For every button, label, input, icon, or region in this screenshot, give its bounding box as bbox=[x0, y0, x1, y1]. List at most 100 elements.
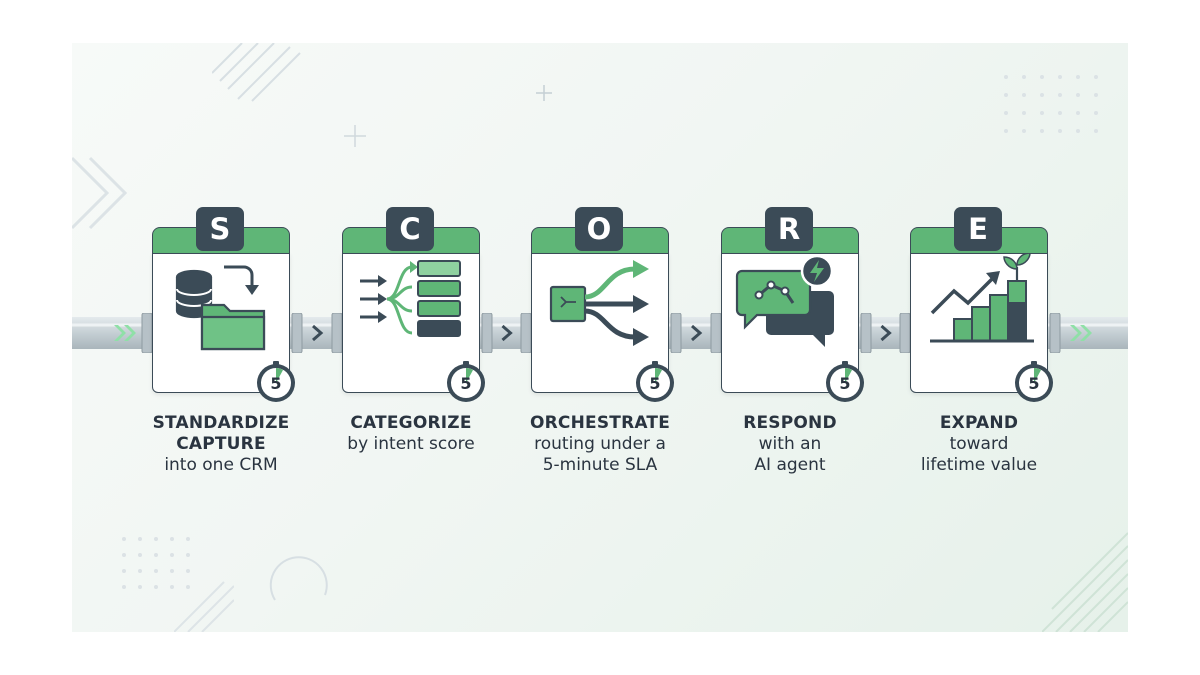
dot bbox=[186, 569, 190, 573]
step-card-e: E 5 bbox=[910, 207, 1053, 402]
dot bbox=[122, 553, 126, 557]
chevron-right-icon bbox=[501, 324, 513, 342]
step-subtitle: toward lifetime value bbox=[920, 434, 1038, 475]
dot bbox=[154, 537, 158, 541]
step-letter-badge: R bbox=[765, 207, 813, 251]
circle-arc-decoration bbox=[269, 556, 328, 601]
dot bbox=[170, 569, 174, 573]
pipe-joint bbox=[291, 313, 303, 353]
step-caption-s: STANDARDIZE CAPTURE into one CRM bbox=[126, 413, 316, 476]
dot bbox=[1058, 75, 1062, 79]
dot bbox=[170, 537, 174, 541]
timer-icon: 5 bbox=[826, 361, 864, 402]
plus-sparkle-decoration bbox=[344, 125, 366, 147]
step-subtitle: into one CRM bbox=[164, 455, 278, 475]
step-subtitle: with an AI agent bbox=[754, 434, 826, 475]
dot bbox=[138, 569, 142, 573]
step-caption-e: EXPAND toward lifetime value bbox=[884, 413, 1074, 476]
step-card-r: R 5 bbox=[721, 207, 864, 402]
dot bbox=[1022, 75, 1026, 79]
step-title: EXPAND bbox=[939, 413, 1019, 433]
dot bbox=[1022, 93, 1026, 97]
dot bbox=[1058, 129, 1062, 133]
dot bbox=[154, 585, 158, 589]
end-chevrons-icon bbox=[1070, 325, 1092, 341]
step-letter-badge: E bbox=[954, 207, 1002, 251]
dot bbox=[154, 569, 158, 573]
step-card-s: S 5 bbox=[152, 207, 295, 402]
step-caption-o: ORCHESTRATE routing under a 5-minute SLA bbox=[505, 413, 695, 476]
diagonal-lines-decoration bbox=[1042, 532, 1128, 632]
timer-value: 5 bbox=[649, 374, 660, 393]
chevron-right-icon bbox=[880, 324, 892, 342]
diagram-canvas: S 5 STANDARDIZE CAPTURE into one CRM C bbox=[72, 43, 1128, 632]
step-card-o: O 5 bbox=[531, 207, 674, 402]
start-chevrons-icon bbox=[114, 325, 136, 341]
chevron-right-icon bbox=[312, 324, 324, 342]
pipe-joint bbox=[860, 313, 872, 353]
dot bbox=[1040, 93, 1044, 97]
diagonal-lines-decoration bbox=[212, 43, 301, 102]
dot bbox=[1076, 75, 1080, 79]
pipe-joint bbox=[670, 313, 682, 353]
step-letter-badge: O bbox=[575, 207, 623, 251]
growth-chart-plant-icon bbox=[930, 253, 1034, 343]
database-to-folder-icon bbox=[175, 265, 266, 351]
routing-arrows-icon bbox=[549, 260, 649, 346]
chevron-right-icon bbox=[691, 324, 703, 342]
pipe-joint bbox=[141, 313, 153, 353]
pipe-joint bbox=[710, 313, 722, 353]
pipe-joint bbox=[520, 313, 532, 353]
dot-grid-decoration bbox=[1004, 75, 1098, 133]
step-letter-badge: S bbox=[196, 207, 244, 251]
step-title: CATEGORIZE bbox=[350, 413, 472, 433]
dot bbox=[1076, 111, 1080, 115]
dot bbox=[1004, 129, 1008, 133]
timer-value: 5 bbox=[460, 374, 471, 393]
dot bbox=[122, 537, 126, 541]
dot bbox=[1022, 111, 1026, 115]
step-subtitle: routing under a 5-minute SLA bbox=[534, 434, 666, 475]
dot bbox=[186, 585, 190, 589]
chevrons-decoration bbox=[72, 156, 128, 230]
timer-value: 5 bbox=[839, 374, 850, 393]
dot bbox=[1076, 93, 1080, 97]
timer-icon: 5 bbox=[636, 361, 674, 402]
dot bbox=[170, 585, 174, 589]
timer-value: 5 bbox=[1028, 374, 1039, 393]
step-caption-r: RESPOND with an AI agent bbox=[695, 413, 885, 476]
timer-value: 5 bbox=[270, 374, 281, 393]
dot bbox=[1094, 111, 1098, 115]
plus-sparkle-decoration bbox=[536, 85, 552, 101]
step-caption-c: CATEGORIZE by intent score bbox=[316, 413, 506, 455]
dot bbox=[138, 537, 142, 541]
dot bbox=[122, 569, 126, 573]
dot bbox=[170, 553, 174, 557]
dot bbox=[138, 553, 142, 557]
step-card-c: C 5 bbox=[342, 207, 485, 402]
timer-icon: 5 bbox=[257, 361, 295, 402]
dot bbox=[1094, 129, 1098, 133]
dot bbox=[1040, 111, 1044, 115]
dot bbox=[1040, 75, 1044, 79]
ai-agent-chat-icon bbox=[735, 254, 834, 347]
dot bbox=[1004, 75, 1008, 79]
diagonal-lines-decoration bbox=[174, 581, 234, 632]
pipe-joint bbox=[1049, 313, 1061, 353]
dot bbox=[1094, 75, 1098, 79]
sorting-arrows-bars-icon bbox=[360, 260, 461, 337]
timer-icon: 5 bbox=[447, 361, 485, 402]
dot bbox=[1004, 111, 1008, 115]
dot bbox=[154, 553, 158, 557]
step-title: STANDARDIZE CAPTURE bbox=[152, 413, 290, 454]
timer-icon: 5 bbox=[1015, 361, 1053, 402]
dot bbox=[1058, 93, 1062, 97]
dot bbox=[1094, 93, 1098, 97]
step-letter-badge: C bbox=[386, 207, 434, 251]
dot bbox=[186, 553, 190, 557]
step-title: RESPOND bbox=[743, 413, 837, 433]
dot-grid-decoration bbox=[122, 537, 190, 589]
pipe-joint bbox=[331, 313, 343, 353]
dot bbox=[1004, 93, 1008, 97]
dot bbox=[1076, 129, 1080, 133]
